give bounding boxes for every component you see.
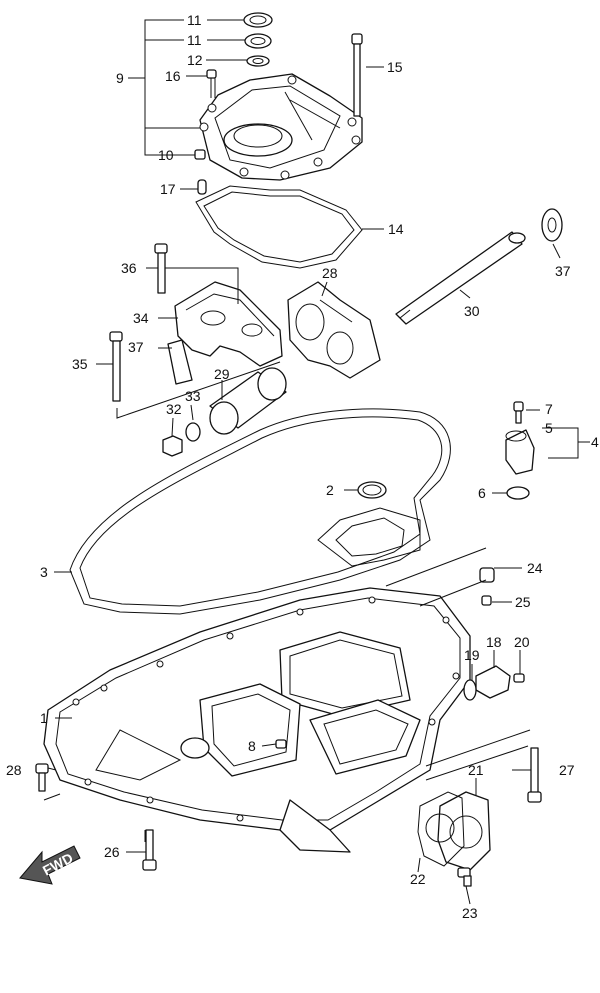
plate-36 — [167, 339, 193, 385]
label-3: 3 — [40, 564, 48, 580]
label-37: 37 — [555, 263, 571, 279]
label-18: 19 — [464, 647, 480, 663]
label-25: 26 — [104, 844, 120, 860]
side-cover — [417, 791, 491, 887]
bolt-25 — [142, 829, 157, 871]
oil-pan-gasket — [69, 408, 451, 615]
top-cover-assembly — [194, 12, 363, 181]
label-21: 22 — [410, 871, 426, 887]
label-24: 25 — [515, 594, 531, 610]
label-4: 4 — [591, 434, 599, 450]
leader-lines — [43, 19, 590, 905]
label-36: 37 — [128, 339, 144, 355]
long-bolt — [351, 33, 363, 117]
dowel-pin — [197, 179, 207, 195]
washer-37 — [541, 208, 563, 242]
label-32: 33 — [185, 388, 201, 404]
bolt-27 — [35, 763, 49, 792]
label-11b: 11 — [187, 32, 202, 48]
label-19: 20 — [514, 634, 530, 650]
oil-pan — [43, 587, 471, 853]
bolt-26 — [527, 747, 542, 803]
nut-31 — [162, 435, 183, 457]
label-14: 15 — [387, 59, 403, 75]
bearing-cap-33 — [174, 281, 283, 367]
label-22: 23 — [462, 905, 478, 921]
bolt-35 — [154, 243, 168, 294]
label-10: 10 — [158, 147, 174, 163]
label-6: 6 — [478, 485, 486, 501]
label-31: 32 — [166, 401, 182, 417]
label-35: 36 — [121, 260, 137, 276]
label-12: 12 — [187, 52, 203, 68]
label-9: 9 — [116, 70, 124, 86]
switch-23 — [479, 567, 495, 583]
label-28: 28 — [322, 265, 338, 281]
label-33: 34 — [133, 310, 149, 326]
plate-17 — [475, 665, 511, 699]
label-26: 27 — [559, 762, 575, 778]
label-30: 30 — [464, 303, 480, 319]
o-ring-2 — [357, 481, 387, 499]
bolt-34 — [109, 331, 123, 402]
label-20: 21 — [468, 762, 484, 778]
oil-pipe — [505, 401, 535, 500]
label-8: 8 — [248, 738, 256, 754]
label-15: 16 — [165, 68, 181, 84]
label-27: 28 — [6, 762, 22, 778]
cover-gasket — [195, 185, 363, 269]
label-16: 17 — [160, 181, 176, 197]
label-34: 35 — [72, 356, 88, 372]
label-2: 2 — [326, 482, 334, 498]
label-5: 5 — [545, 420, 553, 436]
bolt-8 — [275, 739, 287, 749]
label-7: 7 — [545, 401, 553, 417]
label-1: 1 — [40, 710, 48, 726]
label-29: 29 — [214, 366, 230, 382]
label-17: 18 — [486, 634, 502, 650]
callout-labels: 11 11 12 9 16 15 10 17 14 36 28 37 34 30… — [6, 12, 599, 921]
label-23: 24 — [527, 560, 543, 576]
fwd-arrow: FWD — [19, 845, 81, 885]
label-11a: 11 — [187, 12, 202, 28]
cylinder-29 — [209, 367, 287, 435]
label-13: 14 — [388, 221, 404, 237]
housing-28 — [287, 281, 381, 379]
shaft-30 — [395, 231, 526, 325]
